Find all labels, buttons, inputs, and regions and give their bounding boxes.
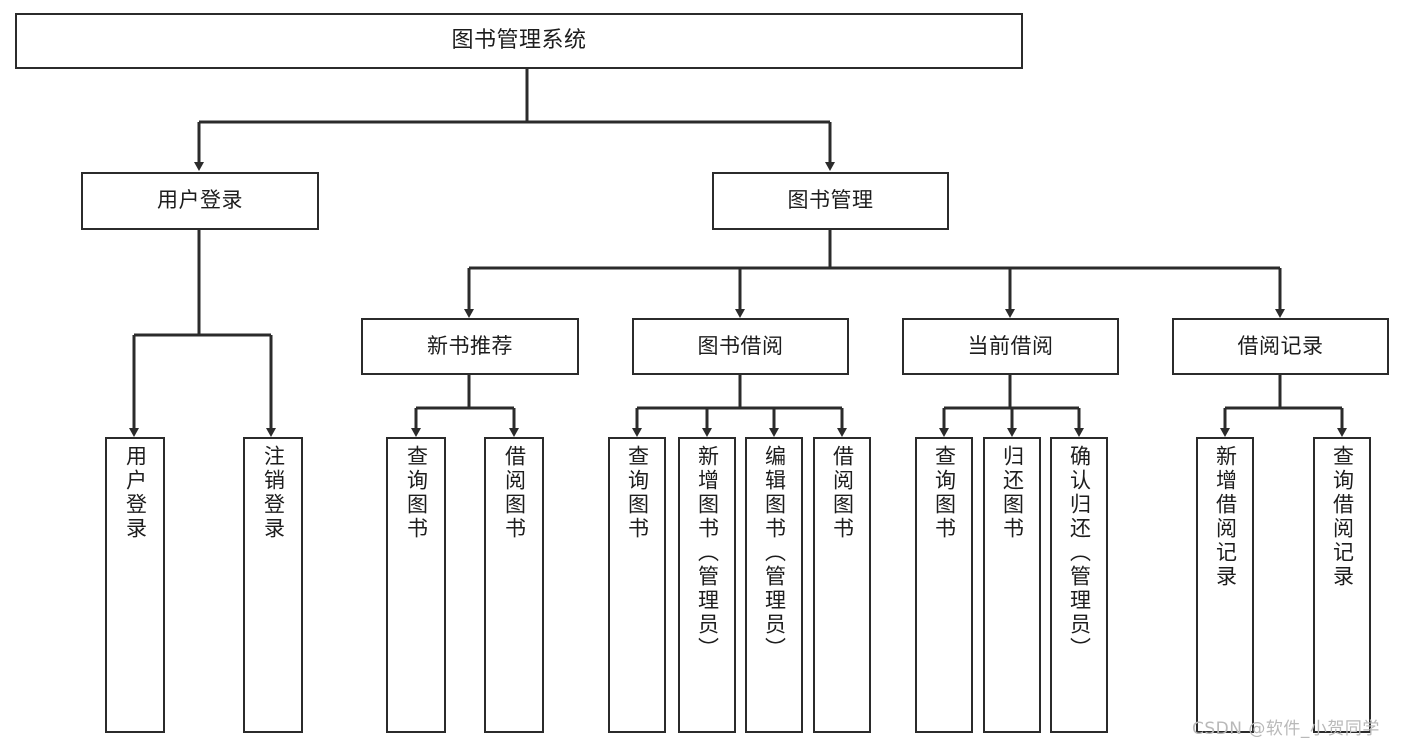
leaf-node-borrow-book-bor[interactable]: 借阅图书 [813,437,871,733]
node-current-borrow-label: 当前借阅 [967,333,1054,358]
node-book-borrow-label: 图书借阅 [697,333,784,358]
leaf-label-return-book: 归还图书 [1000,445,1025,541]
node-borrow-record[interactable]: 借阅记录 [1172,318,1389,375]
node-root[interactable]: 图书管理系统 [15,13,1023,69]
leaf-label-borrow-book-bor: 借阅图书 [830,445,855,541]
leaf-node-user-login[interactable]: 用户登录 [105,437,165,733]
leaf-label-query-book-bor: 查询图书 [625,445,650,541]
node-book-borrow[interactable]: 图书借阅 [632,318,849,375]
leaf-node-query-book-bor[interactable]: 查询图书 [608,437,666,733]
node-current-borrow[interactable]: 当前借阅 [902,318,1119,375]
node-new-book-rec-label: 新书推荐 [427,333,513,358]
leaf-node-logout[interactable]: 注销登录 [243,437,303,733]
node-book-manage[interactable]: 图书管理 [712,172,949,230]
node-root-label: 图书管理系统 [451,27,587,53]
leaf-label-query-record: 查询借阅记录 [1330,445,1355,589]
leaf-node-query-record[interactable]: 查询借阅记录 [1313,437,1371,733]
leaf-node-edit-book[interactable]: 编辑图书（管理员） [745,437,803,733]
leaf-label-edit-book: 编辑图书（管理员） [762,445,787,661]
leaf-node-borrow-book-rec[interactable]: 借阅图书 [484,437,544,733]
leaf-node-confirm-return[interactable]: 确认归还（管理员） [1050,437,1108,733]
node-user-login-label: 用户登录 [157,188,243,213]
leaf-label-confirm-return: 确认归还（管理员） [1067,445,1092,661]
leaf-node-query-book-rec[interactable]: 查询图书 [386,437,446,733]
leaf-node-add-record[interactable]: 新增借阅记录 [1196,437,1254,733]
leaf-label-query-book-rec: 查询图书 [404,445,429,541]
node-book-manage-label: 图书管理 [787,188,874,213]
leaf-node-return-book[interactable]: 归还图书 [983,437,1041,733]
leaf-label-borrow-book-rec: 借阅图书 [502,445,527,541]
node-user-login[interactable]: 用户登录 [81,172,319,230]
leaf-label-logout: 注销登录 [261,445,286,541]
node-borrow-record-label: 借阅记录 [1237,333,1324,358]
node-new-book-rec[interactable]: 新书推荐 [361,318,579,375]
leaf-label-add-book: 新增图书（管理员） [695,445,720,661]
watermark-text: CSDN @软件_小贺同学 [1192,719,1380,739]
leaf-label-query-book-cur: 查询图书 [932,445,957,541]
leaf-label-add-record: 新增借阅记录 [1213,445,1238,589]
leaf-label-user-login: 用户登录 [123,445,148,541]
leaf-node-query-book-cur[interactable]: 查询图书 [915,437,973,733]
leaf-node-add-book[interactable]: 新增图书（管理员） [678,437,736,733]
